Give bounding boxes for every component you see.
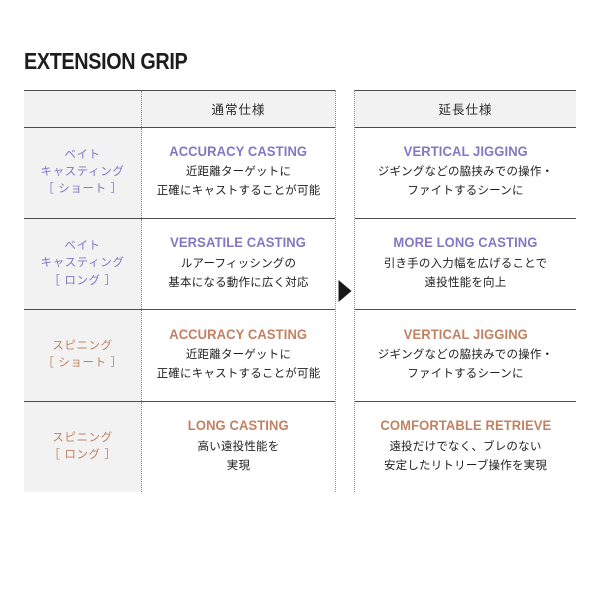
feature-title: COMFORTABLE RETRIEVE [380,417,551,434]
right-triangle-arrow-icon [338,280,352,302]
row-label-bait-casting-long: ベイト キャスティング ［ ロング ］ [24,218,142,310]
header-standard-spec: 通常仕様 [211,103,266,118]
feature-description: ジギングなどの脇挟みでの操作・ ファイトするシーンに [378,346,554,384]
feature-description: ルアーフィッシングの 基本になる動作に広く対応 [168,255,308,293]
label-line: キャスティング [40,166,125,179]
label-line: ベイト [64,148,101,161]
label-line: ［ ロング ］ [48,274,117,287]
table-row: ベイト キャスティング ［ ロング ］ VERSATILE CASTING ルア… [24,218,335,311]
feature-description: 近距離ターゲットに 正確にキャストすることが可能 [157,346,321,384]
header-label-cell [24,91,142,127]
desc-line: ジギングなどの脇挟みでの操作・ [377,166,554,179]
cell-extended-row-4: COMFORTABLE RETRIEVE 遠投だけでなく、ブレのない 安定したリ… [355,402,576,492]
desc-line: ルアーフィッシングの [180,257,297,270]
standard-spec-table: 通常仕様 ベイト キャスティング ［ ショート ］ ACCURACY CASTI… [24,90,336,492]
cell-standard-row-3: ACCURACY CASTING 近距離ターゲットに 正確にキャストすることが可… [142,310,335,400]
row-label-spinning-short: スピニング ［ ショート ］ [24,310,142,401]
table-row: VERTICAL JIGGING ジギングなどの脇挟みでの操作・ ファイトするシ… [355,128,576,219]
cell-standard-row-4: LONG CASTING 高い遠投性能を 実現 [142,402,335,492]
cell-standard-row-1: ACCURACY CASTING 近距離ターゲットに 正確にキャストすることが可… [142,128,335,218]
desc-line: ジギングなどの脇挟みでの操作・ [377,349,554,362]
feature-description: 近距離ターゲットに 正確にキャストすることが可能 [157,163,321,201]
label-line: ［ ショート ］ [42,357,123,370]
page-title: EXTENSION GRIP [24,48,188,74]
tables-gap [336,90,354,492]
feature-description: 高い遠投性能を 実現 [198,438,280,476]
desc-line: 安定したリトリーブ操作を実現 [383,459,548,472]
table-row: スピニング ［ ショート ］ ACCURACY CASTING 近距離ターゲット… [24,310,335,402]
row-label-spinning-long: スピニング ［ ロング ］ [24,401,142,492]
label-line: ［ ショート ］ [42,183,123,196]
desc-line: 高い遠投性能を [197,440,280,453]
feature-title: VERSATILE CASTING [170,234,307,251]
feature-title: ACCURACY CASTING [169,325,308,342]
cell-extended-row-2: MORE LONG CASTING 引き手の入力幅を広げることで 遠投性能を向上 [355,219,576,309]
table-row: ベイト キャスティング ［ ショート ］ ACCURACY CASTING 近距… [24,127,335,219]
feature-description: 遠投だけでなく、ブレのない 安定したリトリーブ操作を実現 [384,438,547,476]
desc-line: 正確にキャストすることが可能 [156,185,321,198]
table-row: COMFORTABLE RETRIEVE 遠投だけでなく、ブレのない 安定したリ… [355,402,576,492]
table-row: VERTICAL JIGGING ジギングなどの脇挟みでの操作・ ファイトするシ… [355,310,576,402]
label-line: スピニング [52,340,113,353]
desc-line: 遠投だけでなく、ブレのない [389,440,542,453]
label-line: ベイト [64,240,101,253]
extended-spec-table: 延長仕様 VERTICAL JIGGING ジギングなどの脇挟みでの操作・ ファ… [354,90,576,492]
desc-line: 近距離ターゲットに [185,349,292,362]
header-extended-spec: 延長仕様 [438,103,493,118]
feature-description: ジギングなどの脇挟みでの操作・ ファイトするシーンに [378,163,554,201]
feature-title: VERTICAL JIGGING [403,143,528,160]
desc-line: 基本になる動作に広く対応 [168,276,309,289]
desc-line: ファイトするシーンに [407,368,524,381]
desc-line: 遠投性能を向上 [424,276,507,289]
desc-line: 引き手の入力幅を広げることで [383,257,548,270]
row-label-bait-casting-short: ベイト キャスティング ［ ショート ］ [24,127,142,218]
table-row: スピニング ［ ロング ］ LONG CASTING 高い遠投性能を 実現 [24,401,335,492]
cell-extended-row-1: VERTICAL JIGGING ジギングなどの脇挟みでの操作・ ファイトするシ… [355,128,576,218]
table-row: MORE LONG CASTING 引き手の入力幅を広げることで 遠投性能を向上 [355,219,576,311]
table-header-row: 延長仕様 [355,90,576,128]
cell-standard-row-2: VERSATILE CASTING ルアーフィッシングの 基本になる動作に広く対… [142,219,335,309]
desc-line: 正確にキャストすることが可能 [156,368,321,381]
feature-title: MORE LONG CASTING [393,234,538,251]
feature-description: 引き手の入力幅を広げることで 遠投性能を向上 [384,255,547,293]
label-line: ［ ロング ］ [48,448,117,461]
feature-title: LONG CASTING [188,417,289,434]
label-line: スピニング [52,431,113,444]
desc-line: ファイトするシーンに [407,185,524,198]
cell-extended-row-3: VERTICAL JIGGING ジギングなどの脇挟みでの操作・ ファイトするシ… [355,310,576,400]
desc-line: 近距離ターゲットに [185,166,292,179]
feature-title: VERTICAL JIGGING [403,325,528,342]
comparison-tables: 通常仕様 ベイト キャスティング ［ ショート ］ ACCURACY CASTI… [24,90,576,492]
feature-title: ACCURACY CASTING [169,143,308,160]
desc-line: 実現 [226,459,251,472]
label-line: キャスティング [40,257,125,270]
table-header-row: 通常仕様 [24,90,335,128]
